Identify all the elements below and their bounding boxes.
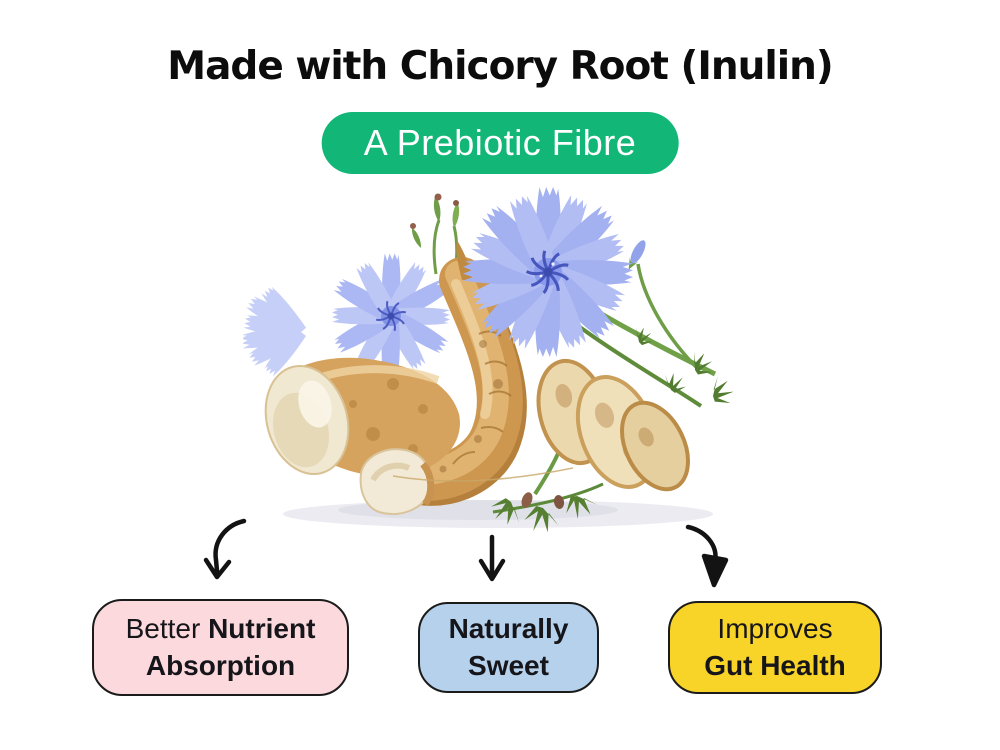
chicory-flower-partial: [240, 284, 308, 378]
arrow-down-icon: [478, 534, 506, 582]
benefit-text-regular: Improves: [717, 613, 833, 645]
chicory-flower-large: [463, 187, 633, 357]
benefit-text-bold: Absorption: [145, 649, 296, 681]
prebiotic-fibre-badge: A Prebiotic Fibre: [321, 112, 679, 174]
benefit-line: Absorption: [146, 648, 295, 684]
root-cut-tip: [359, 448, 435, 515]
benefit-box-naturally-sweet: Naturally Sweet: [418, 602, 599, 693]
benefit-line: Naturally: [449, 611, 569, 647]
chicory-flower-small: [332, 253, 450, 379]
benefit-box-nutrient-absorption: Better Nutrient Absorption: [92, 599, 349, 696]
benefit-text-bold: Naturally: [448, 613, 569, 645]
benefit-line: Better Nutrient: [126, 611, 316, 647]
chicory-root-left: [264, 357, 460, 477]
benefit-text-bold: Sweet: [468, 649, 549, 681]
page-title: Made with Chicory Root (Inulin): [167, 44, 833, 89]
benefit-text-bold: Nutrient: [208, 613, 316, 645]
benefit-line: Sweet: [468, 648, 549, 684]
root-slices: [536, 358, 690, 492]
benefit-text-regular: Better: [125, 613, 209, 645]
benefit-box-gut-health: Improves Gut Health: [668, 601, 882, 694]
bottom-bud-cluster: [392, 467, 604, 535]
benefit-line: Gut Health: [704, 648, 846, 684]
benefit-line: Improves: [717, 611, 832, 647]
chicory-root-image: [240, 184, 763, 536]
arrow-left-icon: [203, 518, 247, 580]
benefit-text-bold: Gut Health: [704, 649, 846, 681]
